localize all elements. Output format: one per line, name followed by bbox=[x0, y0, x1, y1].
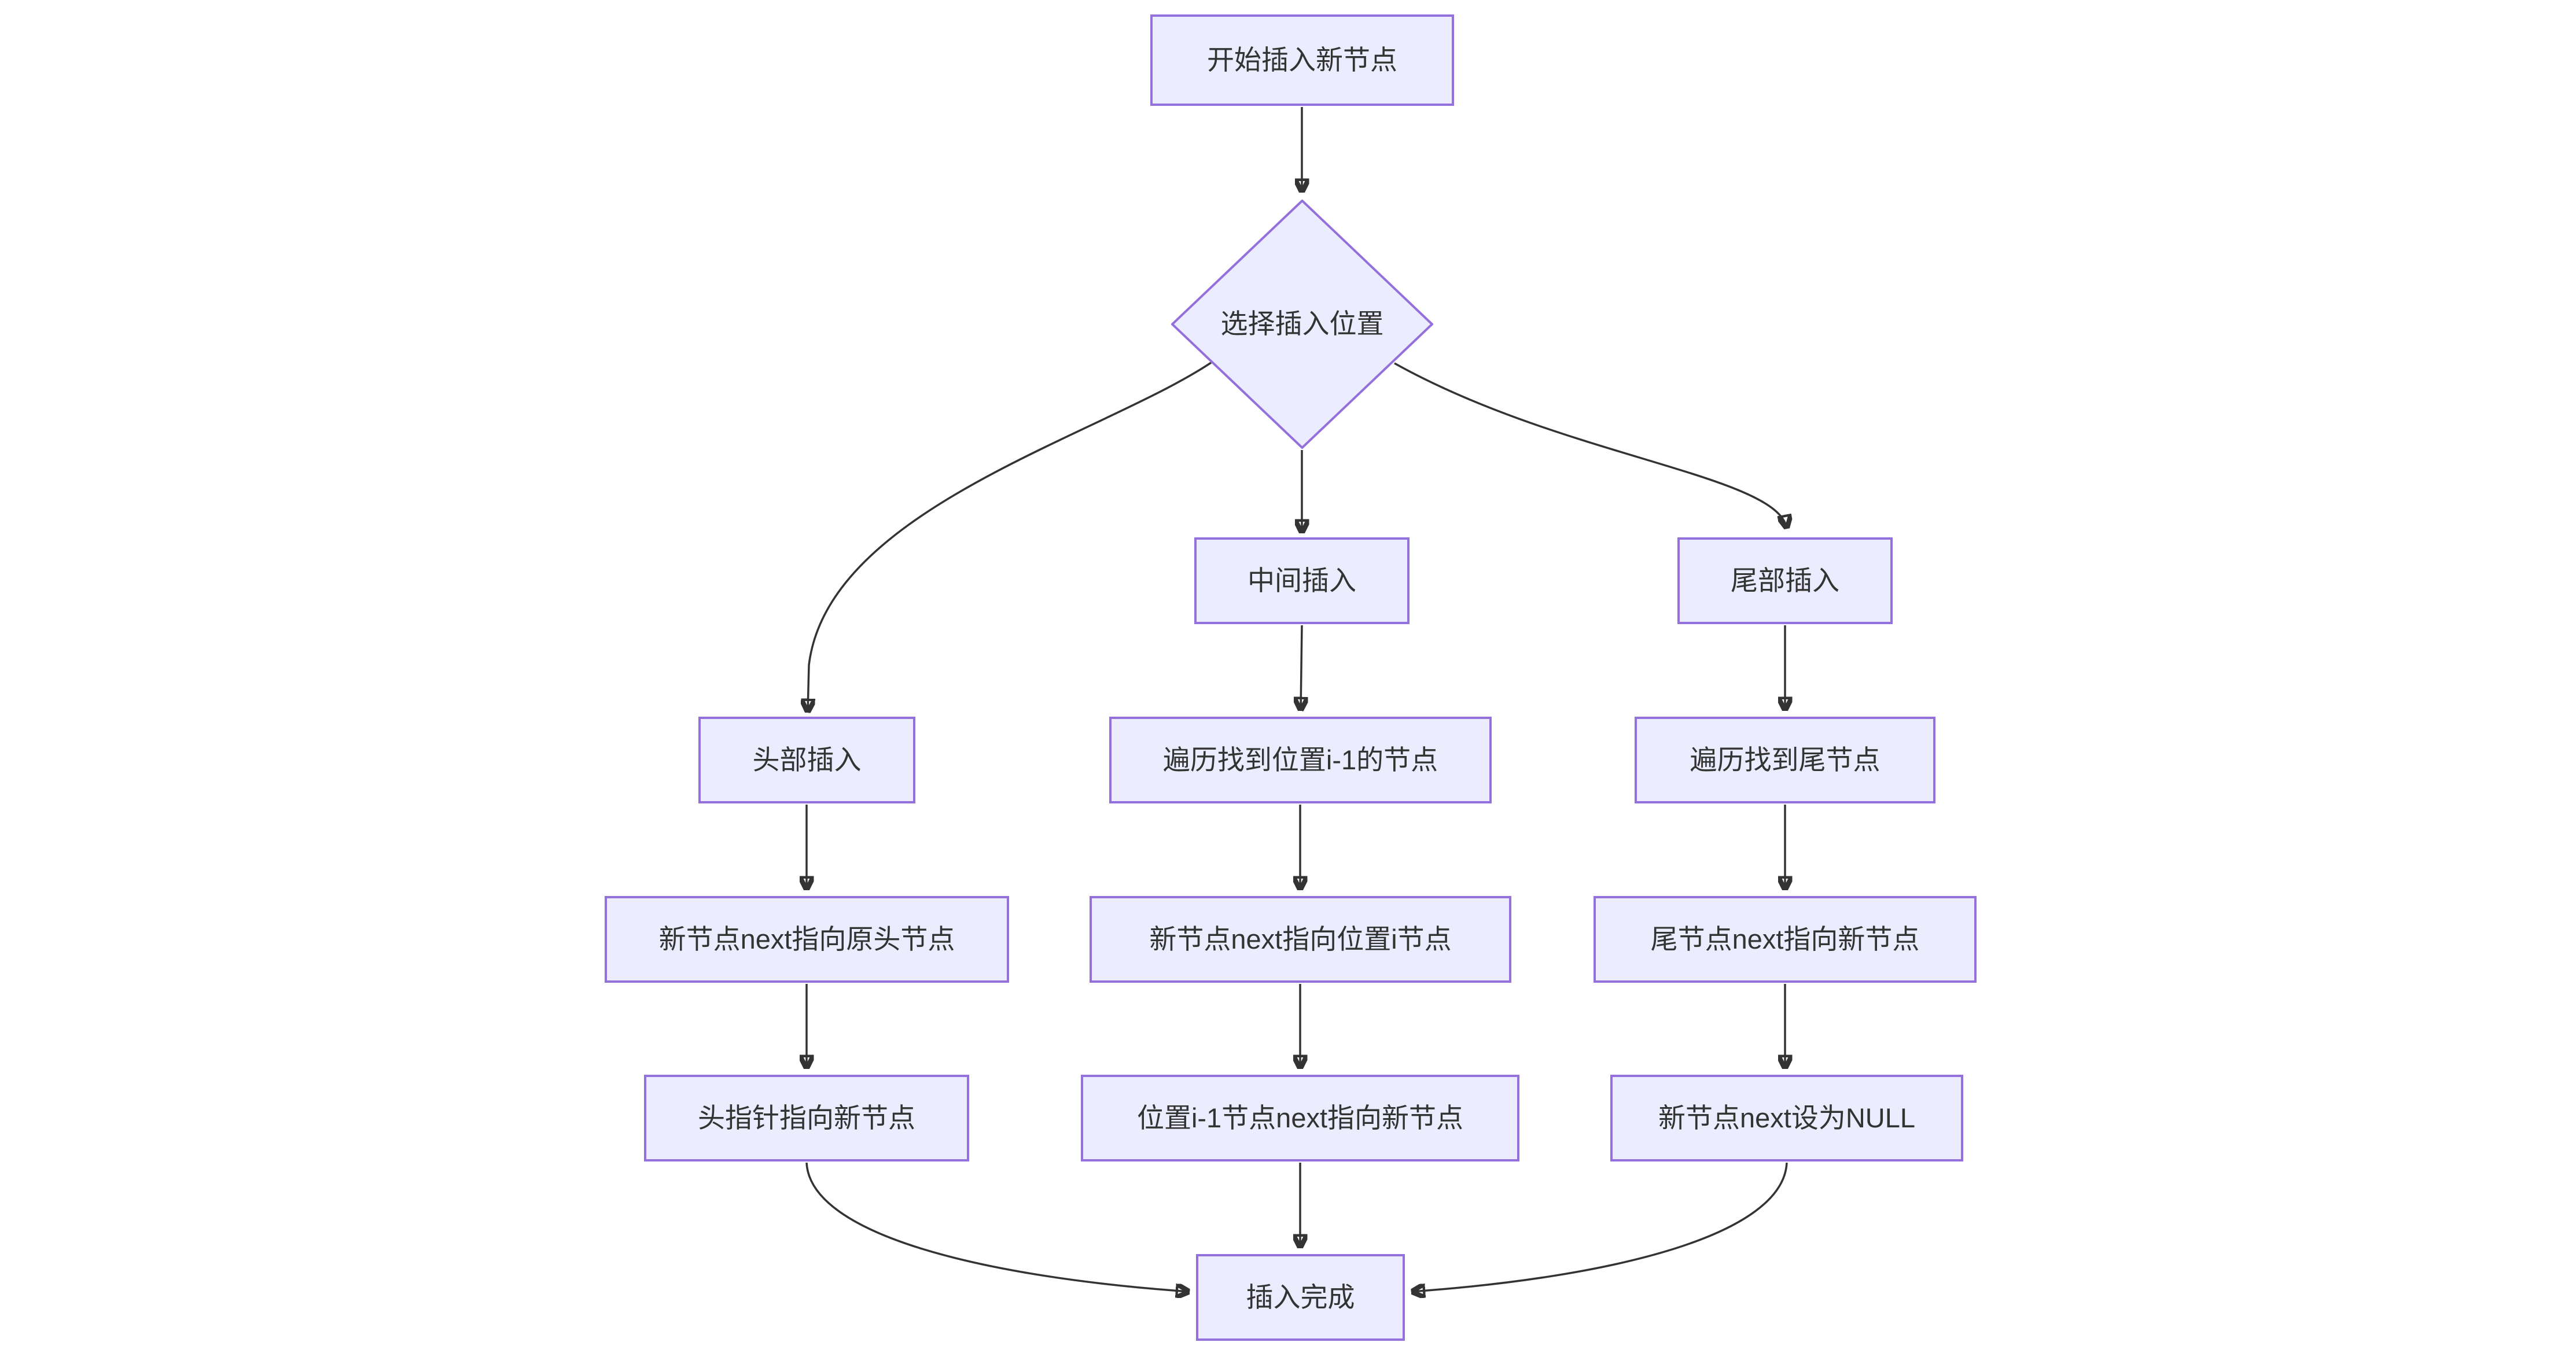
node-tail1-label: 遍历找到尾节点 bbox=[1690, 744, 1881, 775]
node-head1: 新节点next指向原头节点 bbox=[605, 896, 1009, 983]
node-tail2-label: 尾节点next指向新节点 bbox=[1650, 923, 1920, 954]
node-done: 插入完成 bbox=[1196, 1254, 1405, 1341]
node-choose: 选择插入位置 bbox=[1171, 200, 1433, 449]
node-head-label: 头部插入 bbox=[752, 744, 862, 775]
node-tail1: 遍历找到尾节点 bbox=[1635, 717, 1935, 803]
node-head1-label: 新节点next指向原头节点 bbox=[658, 923, 955, 954]
node-middle: 中间插入 bbox=[1194, 537, 1410, 624]
node-head2: 头指针指向新节点 bbox=[644, 1075, 969, 1161]
node-mid2: 新节点next指向位置i节点 bbox=[1090, 896, 1511, 983]
node-tail3-label: 新节点next设为NULL bbox=[1658, 1102, 1915, 1133]
node-start-label: 开始插入新节点 bbox=[1207, 44, 1397, 75]
edge-head2-done bbox=[805, 1162, 1189, 1292]
node-tail3: 新节点next设为NULL bbox=[1610, 1075, 1963, 1161]
edge-choose-tail bbox=[1394, 362, 1787, 528]
node-tail: 尾部插入 bbox=[1677, 537, 1893, 624]
node-middle-label: 中间插入 bbox=[1247, 565, 1356, 596]
node-choose-label: 选择插入位置 bbox=[1220, 308, 1384, 340]
node-start: 开始插入新节点 bbox=[1150, 14, 1454, 106]
node-mid3: 位置i-1节点next指向新节点 bbox=[1081, 1075, 1519, 1161]
edge-choose-head bbox=[808, 362, 1212, 712]
edge-tail3-done bbox=[1412, 1162, 1788, 1292]
node-tail2: 尾节点next指向新节点 bbox=[1594, 896, 1977, 983]
node-mid1-label: 遍历找到位置i-1的节点 bbox=[1162, 744, 1438, 775]
node-head2-label: 头指针指向新节点 bbox=[698, 1102, 915, 1133]
node-mid1: 遍历找到位置i-1的节点 bbox=[1109, 717, 1492, 803]
node-head: 头部插入 bbox=[698, 717, 915, 803]
diamond-shape-icon bbox=[1171, 200, 1433, 449]
node-mid2-label: 新节点next指向位置i节点 bbox=[1149, 923, 1452, 954]
node-done-label: 插入完成 bbox=[1246, 1281, 1355, 1312]
edge-middle-mid1 bbox=[1301, 625, 1302, 710]
node-tail-label: 尾部插入 bbox=[1731, 565, 1839, 596]
node-mid3-label: 位置i-1节点next指向新节点 bbox=[1136, 1102, 1464, 1133]
